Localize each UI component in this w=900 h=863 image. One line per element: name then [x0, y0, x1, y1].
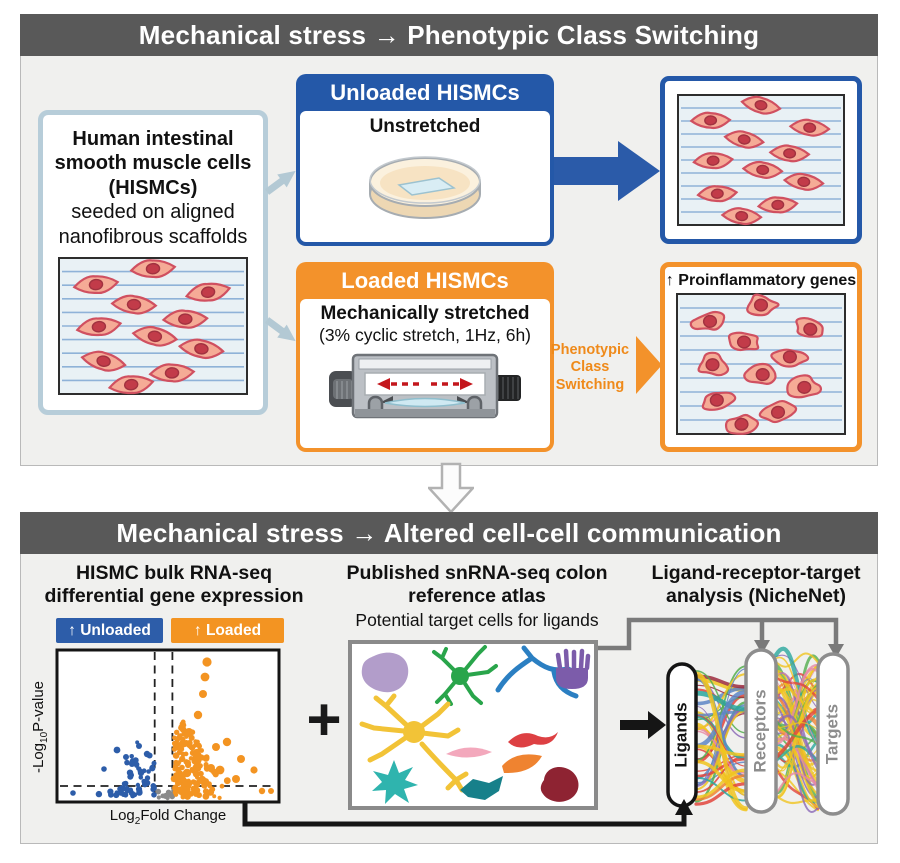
scaffold-strip-icon — [397, 177, 456, 196]
atlas-box — [348, 640, 598, 810]
unloaded-flow-arrow-icon — [554, 141, 660, 201]
degs-to-ligands-connector — [242, 799, 693, 827]
aligned-cells-illustration — [58, 256, 248, 395]
receptors-node-label: Receptors — [750, 689, 769, 772]
source-box-title: Human intestinal smooth muscle cells (HI… — [54, 128, 252, 199]
nichenet-title: Ligand-receptor-target analysis (NicheNe… — [651, 562, 861, 607]
atlas-cell-shape — [502, 754, 542, 774]
inflamed-cells-illustration — [676, 293, 846, 435]
targets-node-label: Targets — [822, 704, 841, 764]
nichenet-diagram: Ligands Receptors Targets — [598, 617, 850, 816]
atlas-subtitle: Potential target cells for ligands — [355, 610, 599, 630]
plus-icon: + — [306, 686, 342, 753]
to-ligands-arrow-icon — [620, 711, 666, 739]
atlas-cell-shape — [372, 760, 418, 804]
loaded-box: Loaded HISMCs Mechanically stretched (3%… — [296, 262, 554, 452]
membrane-icon — [384, 397, 466, 408]
stretched-label: Mechanically stretched — [320, 303, 530, 324]
atlas-to-nodes-connector — [598, 617, 839, 651]
class-switching-arrow-label: Phenotypic Class Switching — [550, 342, 630, 393]
atlas-cell-shape — [556, 668, 588, 689]
petri-dish-icon — [369, 156, 481, 219]
proinflammatory-genes-label: ↑ Proinflammatory genes — [665, 272, 857, 289]
atlas-title: Published snRNA-seq colon reference atla… — [338, 562, 616, 631]
ligands-node-label: Ligands — [671, 702, 690, 767]
unloaded-box: Unloaded HISMCs Unstretched — [296, 74, 554, 246]
stretch-device-icon — [329, 353, 521, 419]
source-cells-box: Human intestinal smooth muscle cells (HI… — [38, 110, 268, 415]
bottom-section-title: Mechanical stress → Altered cell-cell co… — [20, 512, 878, 554]
unloaded-box-header: Unloaded HISMCs — [330, 80, 520, 105]
up-arrowhead-icon — [675, 799, 693, 815]
loaded-box-header: Loaded HISMCs — [341, 268, 509, 293]
legend-unloaded: ↑ Unloaded — [56, 618, 163, 643]
volcano-plot — [55, 648, 281, 804]
source-split-arrows-icon — [264, 170, 296, 342]
top-section-title: Mechanical stress → Phenotypic Class Swi… — [20, 14, 878, 56]
volcano-data-points — [70, 657, 274, 801]
volcano-y-axis-label: -Log10P-value — [30, 681, 50, 774]
loaded-box-body: Mechanically stretched (3% cyclic stretc… — [300, 299, 550, 448]
atlas-cell-shape — [540, 767, 579, 802]
atlas-cell-shape — [432, 645, 498, 706]
nichenet-nodes: Ligands Receptors Targets — [666, 648, 850, 816]
legend-loaded: ↑ Loaded — [171, 618, 284, 643]
atlas-title-text: Published snRNA-seq colon reference atla… — [346, 562, 608, 607]
unloaded-result-box — [660, 76, 862, 244]
volcano-x-axis-label: Log2Fold Change — [109, 807, 227, 827]
connector-arrowhead-icon — [754, 640, 770, 654]
panel-connector-down-arrow-icon — [428, 462, 474, 514]
connector-arrowhead-icon — [828, 644, 844, 658]
atlas-cell-shape — [508, 732, 558, 748]
atlas-cell-shape — [460, 776, 503, 800]
rnaseq-title: HISMC bulk RNA-seq differential gene exp… — [44, 562, 304, 607]
receptors-node — [744, 648, 778, 814]
class-switching-arrow-icon — [636, 336, 662, 394]
atlas-cell-shape — [495, 645, 583, 699]
atlas-cells-illustration — [359, 645, 591, 804]
stretch-parameters-label: (3% cyclic stretch, 1Hz, 6h) — [319, 325, 531, 345]
unstretched-label: Unstretched — [369, 116, 481, 137]
atlas-cell-shape — [555, 648, 591, 671]
unloaded-box-body: Unstretched — [300, 111, 550, 242]
atlas-cell-shape — [446, 747, 492, 758]
atlas-cell-shape — [361, 652, 409, 693]
significance-threshold-lines — [60, 652, 276, 800]
ligand-receptor-target-ribbons — [693, 646, 821, 813]
source-box-subtitle: seeded on aligned nanofibrous scaffolds — [58, 201, 248, 248]
atlas-cell-shape — [359, 693, 469, 793]
loaded-result-box: ↑ Proinflammatory genes — [660, 262, 862, 452]
targets-node — [816, 652, 850, 816]
aligned-cells-illustration — [677, 94, 845, 226]
